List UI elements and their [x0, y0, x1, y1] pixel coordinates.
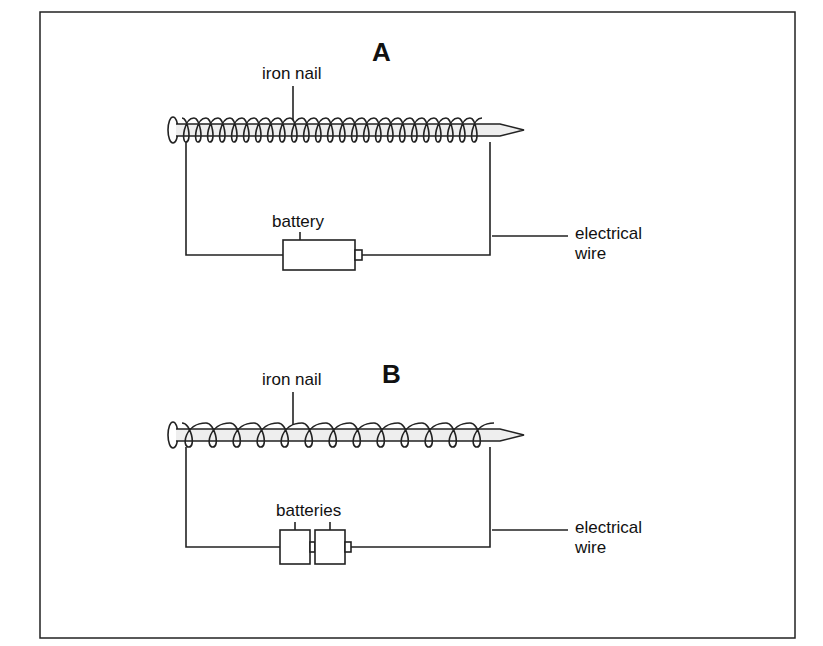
part-label: electrical wire: [575, 224, 655, 263]
part-label: electrical wire: [575, 518, 655, 557]
panel-letter: B: [382, 360, 401, 390]
part-label: batteries: [276, 501, 341, 521]
frame: [40, 12, 795, 638]
part-label: battery: [272, 212, 324, 232]
panel-letter: A: [372, 38, 391, 68]
part-label: iron nail: [262, 64, 322, 84]
part-label: iron nail: [262, 370, 322, 390]
